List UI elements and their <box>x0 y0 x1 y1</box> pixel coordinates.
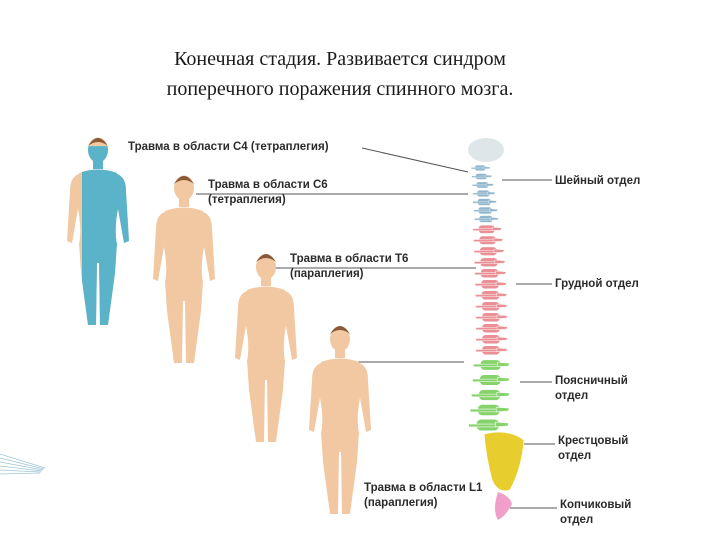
injury-label-t6-line-2: (параплегия) <box>290 268 364 280</box>
vertebra-lumbar-19 <box>472 359 510 371</box>
spinal-injury-diagram: Травма в области C4 (тетраплегия) Травма… <box>46 128 664 534</box>
vertebra-thoracic-11 <box>474 268 507 279</box>
injury-label-t6: Травма в области T6 (параплегия) <box>290 252 408 282</box>
figure-t6 <box>235 254 297 442</box>
region-label-lumbar-line-1: Поясничный <box>555 375 628 387</box>
vertebra-thoracic-8 <box>473 235 503 245</box>
region-label-thoracic: Грудной отдел <box>555 277 639 292</box>
skull-base <box>468 138 504 162</box>
injury-label-c6-line-2: (тетраплегия) <box>208 194 286 206</box>
figure-c6-body <box>153 175 215 363</box>
region-label-cervical-line-1: Шейный отдел <box>555 175 641 187</box>
vertebra-lumbar-20 <box>471 374 510 386</box>
region-label-sacral-line-2: отдел <box>558 450 592 462</box>
region-label-sacral-line-1: Крестцовый <box>558 435 629 447</box>
vertebra-thoracic-17 <box>475 334 508 345</box>
region-label-coccygeal-line-2: отдел <box>560 514 594 526</box>
injury-label-c4: Травма в области C4 (тетраплегия) <box>128 140 329 155</box>
vertebra-cervical-6 <box>474 215 499 223</box>
figure-t6-hair <box>256 254 276 262</box>
vertebra-thoracic-16 <box>475 323 508 334</box>
figure-c6-hair <box>174 176 194 184</box>
figure-l1 <box>309 326 371 514</box>
vertebra-thoracic-9 <box>473 246 505 256</box>
figure-l1-body <box>309 326 371 514</box>
coccyx <box>495 492 512 520</box>
vertebra-thoracic-18 <box>475 345 508 356</box>
region-label-lumbar: Поясничный отдел <box>555 374 628 404</box>
slide-caption: Конечная стадия. Развивается синдром поп… <box>0 44 680 104</box>
region-label-thoracic-line-1: Грудной отдел <box>555 278 639 290</box>
figure-t6-body <box>235 254 297 442</box>
injury-label-c6: Травма в области C6 (тетраплегия) <box>208 178 328 208</box>
vertebra-cervical-2 <box>471 181 494 189</box>
sacrum <box>483 431 525 492</box>
leader-c4 <box>361 147 469 173</box>
vertebra-cervical-5 <box>473 206 498 215</box>
vertebra-thoracic-10 <box>473 257 506 268</box>
region-label-cervical: Шейный отдел <box>555 174 640 189</box>
region-label-coccygeal-line-1: Копчиковый <box>560 499 632 511</box>
injury-label-l1-line-2: (параплегия) <box>364 497 438 509</box>
vertebra-cervical-1 <box>471 173 492 180</box>
vertebra-cervical-0 <box>470 164 491 172</box>
vertebra-thoracic-12 <box>474 279 507 290</box>
injury-label-t6-line-1: Травма в области T6 <box>290 253 409 265</box>
vertebra-cervical-4 <box>472 198 497 206</box>
figure-c6 <box>153 175 215 363</box>
vertebra-thoracic-15 <box>475 312 508 323</box>
vertebra-lumbar-23 <box>468 418 509 432</box>
decorative-corner-lines <box>0 453 46 475</box>
vertebra-cervical-3 <box>472 189 496 198</box>
region-label-coccygeal: Копчиковый отдел <box>560 498 631 528</box>
figure-c4 <box>67 137 129 325</box>
region-label-lumbar-line-2: отдел <box>555 390 589 402</box>
diagram-canvas <box>67 137 557 520</box>
vertebra-thoracic-13 <box>475 290 508 301</box>
figure-l1-hair <box>330 326 350 334</box>
region-label-sacral: Крестцовый отдел <box>558 434 628 464</box>
caption-line-2: поперечного поражения спинного мозга. <box>166 78 514 100</box>
injury-label-l1: Травма в области L1 (параплегия) <box>364 481 482 511</box>
figure-c4-hair <box>88 138 108 146</box>
caption-line-1: Конечная стадия. Развивается синдром <box>174 48 506 70</box>
injury-label-c6-line-1: Травма в области C6 <box>208 179 328 191</box>
figure-c4-paralysis <box>67 142 129 325</box>
injury-label-c4-line-1: Травма в области C4 (тетраплегия) <box>128 141 329 153</box>
vertebra-lumbar-22 <box>469 403 510 417</box>
vertebra-lumbar-21 <box>470 389 510 401</box>
vertebra-thoracic-14 <box>475 301 508 312</box>
vertebra-thoracic-7 <box>472 224 502 234</box>
injury-label-l1-line-1: Травма в области L1 <box>364 482 483 494</box>
